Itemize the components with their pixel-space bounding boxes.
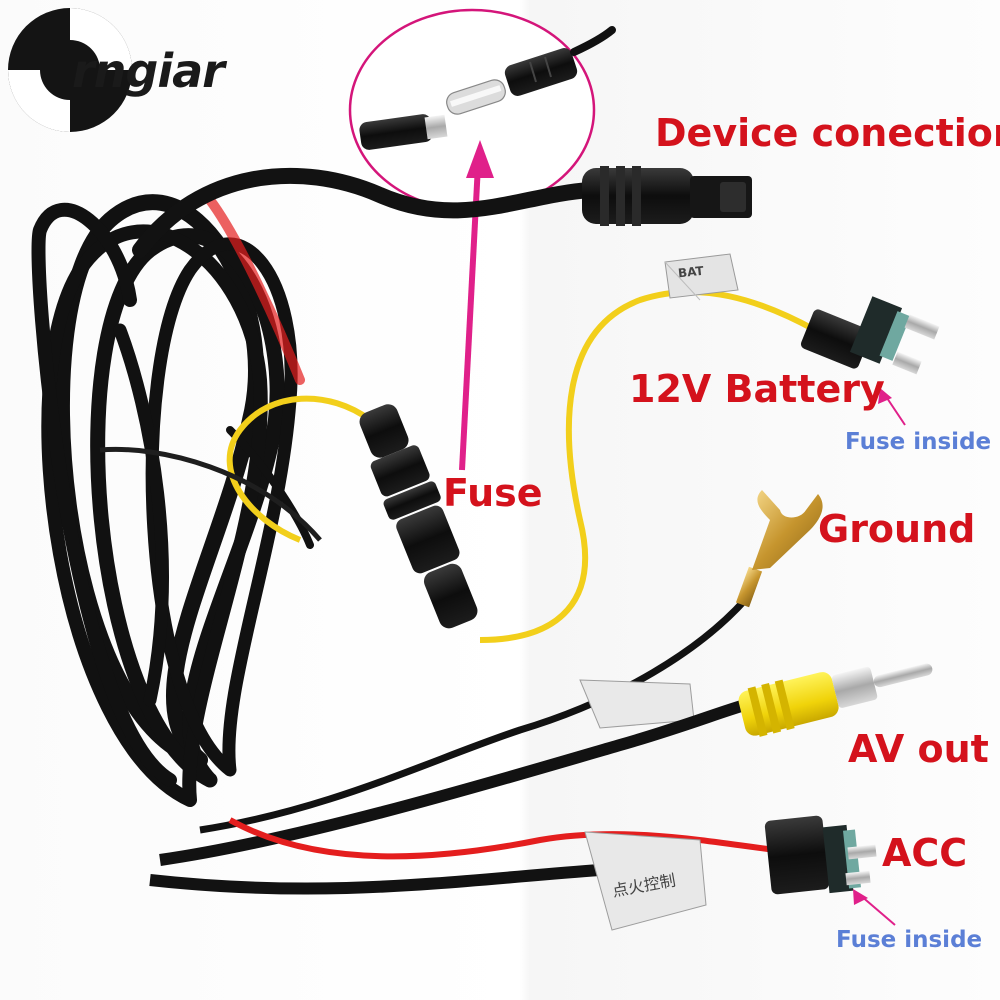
fuse-pointer-battery — [878, 388, 906, 426]
main-trunk-cable — [149, 864, 601, 895]
brand-logo-text: rngiar — [72, 44, 225, 98]
label-fuse: Fuse — [443, 471, 543, 515]
yellow-wire-loop — [226, 395, 372, 543]
label-ground: Ground — [818, 507, 976, 551]
battery-fuse-tap — [800, 296, 940, 375]
wire-sleeve — [579, 679, 695, 729]
battery-tag-text: BAT — [677, 263, 705, 281]
acc-fuse-tap — [764, 815, 877, 895]
battery-tag — [664, 253, 739, 301]
label-fuse-inside-battery: Fuse inside — [845, 429, 992, 455]
rca-plug — [738, 663, 933, 737]
coiled-cable — [31, 194, 314, 807]
fuse-pointer-acc — [853, 889, 896, 926]
label-12v-battery: 12V Battery — [629, 367, 885, 411]
device-connector — [582, 166, 752, 226]
fuse-detail-callout — [348, 8, 616, 212]
acc-tag — [584, 831, 707, 931]
cable-tie — [99, 446, 322, 542]
label-device-connection: Device conection — [655, 111, 1000, 155]
ground-terminal — [735, 490, 823, 608]
brand-logo — [8, 8, 132, 132]
ground-wire — [199, 597, 748, 834]
inline-fuse-holder — [359, 404, 478, 629]
label-acc: ACC — [882, 831, 968, 875]
device-cable — [132, 167, 598, 258]
label-av-out: AV out — [848, 727, 989, 771]
yellow-wire-battery — [479, 288, 817, 643]
label-fuse-inside-acc: Fuse inside — [836, 927, 983, 953]
